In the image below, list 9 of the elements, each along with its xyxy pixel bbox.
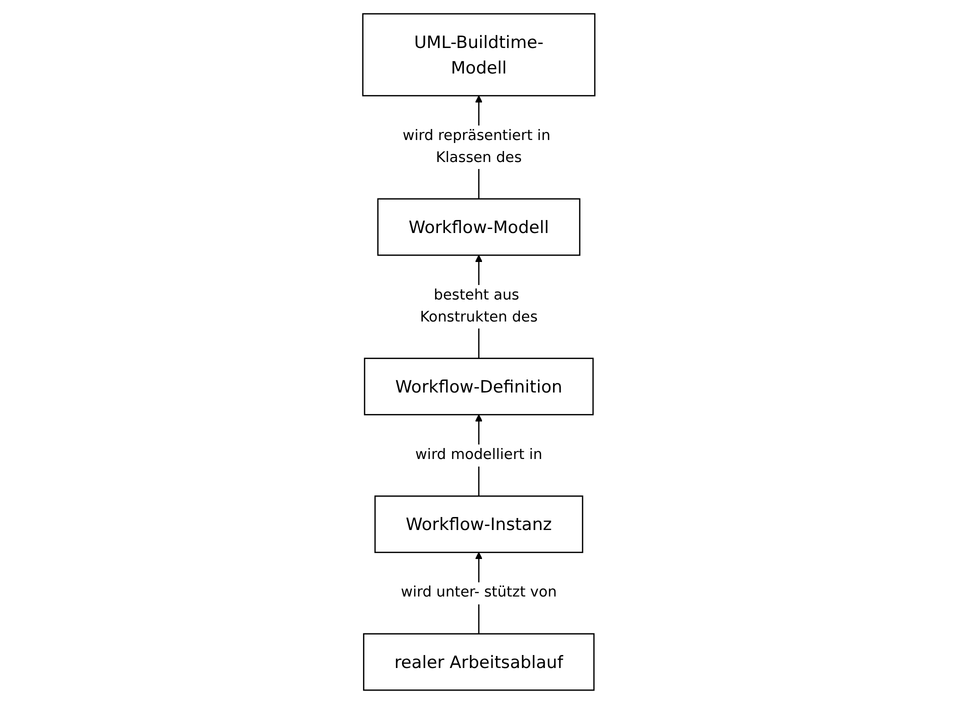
node-box: Workflow-Instanz [374, 495, 583, 554]
edge-label: wird modelliert in [414, 446, 542, 464]
node-box: UML-Buildtime-Modell [362, 13, 596, 96]
edge-label: wird repräsentiert in Klassen des [402, 127, 550, 166]
edge-label: wird unter- stützt von [400, 584, 556, 602]
node-box: Workflow-Definition [364, 358, 594, 416]
node-box: realer Arbeitsablauf [362, 633, 594, 691]
node-box: Workflow-Modell [376, 198, 580, 256]
edge-label: besteht aus Konstrukten des [420, 286, 538, 326]
